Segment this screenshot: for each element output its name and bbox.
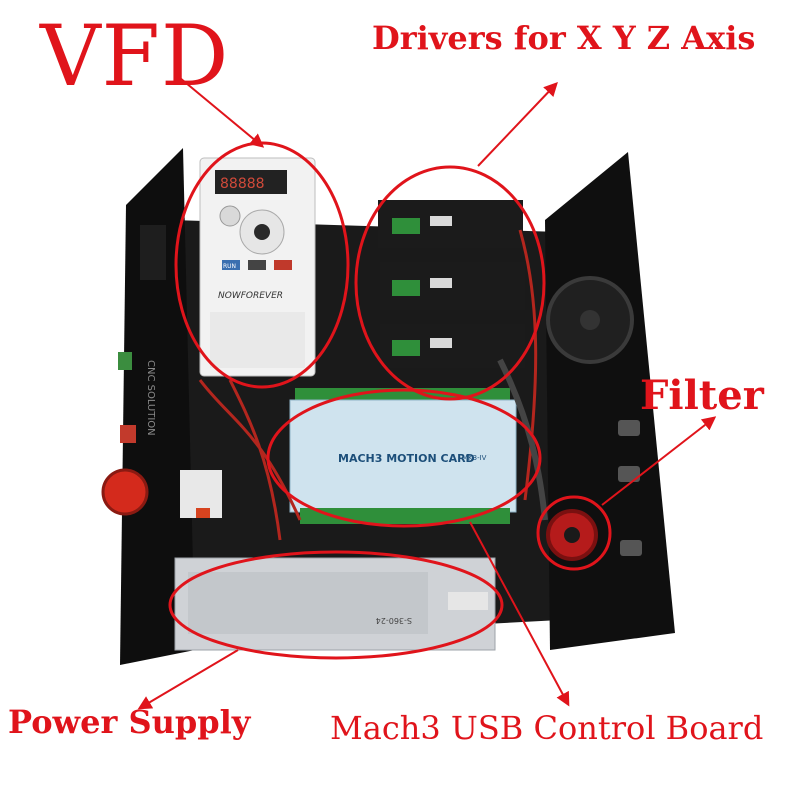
drivers-arrow bbox=[477, 81, 558, 167]
board-model-label: MK3-IV bbox=[462, 454, 487, 462]
switch-red bbox=[120, 425, 136, 443]
vfd-brand-label: NOWFOREVER bbox=[218, 291, 283, 301]
power-supply-label: Power Supply bbox=[8, 703, 251, 741]
control-board-label: Mach3 USB Control Board bbox=[330, 709, 764, 747]
emergency-stop-icon bbox=[101, 468, 149, 516]
mach3-control-board bbox=[289, 399, 517, 513]
svg-text:88888: 88888 bbox=[220, 176, 265, 192]
filter-highlight-ring bbox=[536, 495, 612, 571]
cable-gland bbox=[620, 540, 642, 556]
psu-arrow bbox=[137, 649, 239, 710]
cable-gland bbox=[618, 420, 640, 436]
vfd-run-label: RUN bbox=[223, 263, 236, 270]
filter-arrow bbox=[601, 416, 717, 506]
drivers-highlight-ring bbox=[354, 165, 546, 401]
switch-green bbox=[118, 352, 132, 370]
filter-label: Filter bbox=[640, 372, 764, 419]
drivers-label: Drivers for X Y Z Axis bbox=[372, 19, 756, 57]
door-vent-slot bbox=[140, 225, 166, 280]
vfd-arrow bbox=[179, 77, 265, 148]
cable-gland bbox=[618, 466, 640, 482]
board-title-label: MACH3 MOTION CARD bbox=[338, 452, 475, 465]
board-highlight-ring bbox=[266, 388, 542, 528]
vfd-label: VFD bbox=[40, 7, 230, 105]
board-arrow bbox=[469, 521, 570, 707]
psu-model-label: S-360-24 bbox=[376, 616, 412, 625]
psu-highlight-ring bbox=[168, 550, 504, 660]
vfd-knob-icon bbox=[219, 205, 241, 227]
cabinet-side-text: CNC SOLUTION bbox=[145, 360, 156, 436]
vfd-display bbox=[215, 170, 287, 194]
